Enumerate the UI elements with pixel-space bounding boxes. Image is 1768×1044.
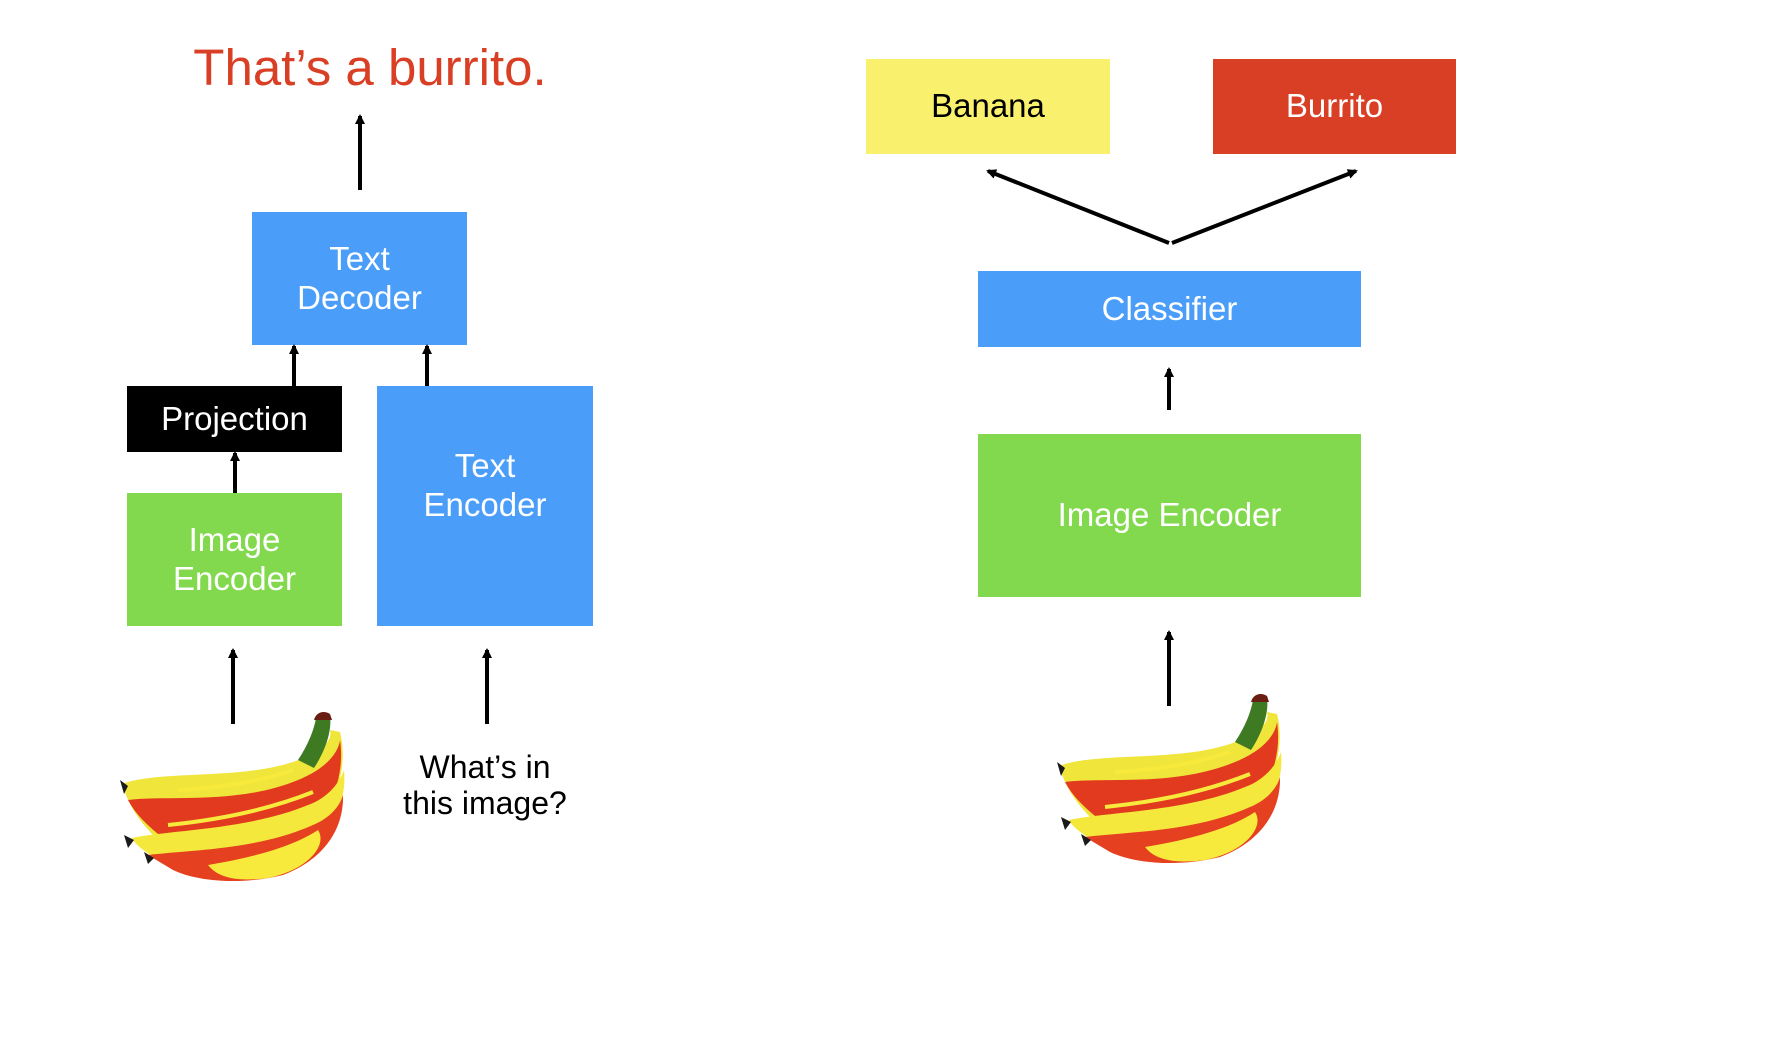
text-encoder-box: Text Encoder xyxy=(377,386,593,626)
output-text: That’s a burrito. xyxy=(193,39,547,96)
banana-image-right xyxy=(1057,694,1282,864)
text-decoder-label: Text Decoder xyxy=(297,239,422,316)
class-burrito-label: Burrito xyxy=(1285,87,1384,125)
question-text: What’s in this image? xyxy=(403,749,567,821)
classifier-label: Classifier xyxy=(1101,289,1238,327)
arrow-classifier-to-banana xyxy=(986,169,1170,245)
text-encoder-label: Text Encoder xyxy=(423,447,547,523)
image-encoder-box: Image Encoder xyxy=(127,493,342,626)
banana-image-left xyxy=(120,712,345,882)
banana-bunch-icon-right xyxy=(1057,694,1282,864)
class-banana-label: Banana xyxy=(931,87,1045,125)
projection-label: Projection xyxy=(161,399,308,437)
image-encoder-label: Image Encoder xyxy=(173,520,296,597)
text-decoder-box: Text Decoder xyxy=(252,212,467,345)
class-burrito-box: Burrito xyxy=(1213,59,1456,154)
projection-box: Projection xyxy=(127,386,342,452)
image-encoder-box-right: Image Encoder xyxy=(978,434,1361,597)
image-encoder-label-right: Image Encoder xyxy=(1057,496,1282,534)
class-banana-box: Banana xyxy=(866,59,1110,154)
classifier-box: Classifier xyxy=(978,271,1361,347)
arrow-classifier-to-burrito xyxy=(1171,169,1358,245)
banana-bunch-icon xyxy=(120,712,345,882)
